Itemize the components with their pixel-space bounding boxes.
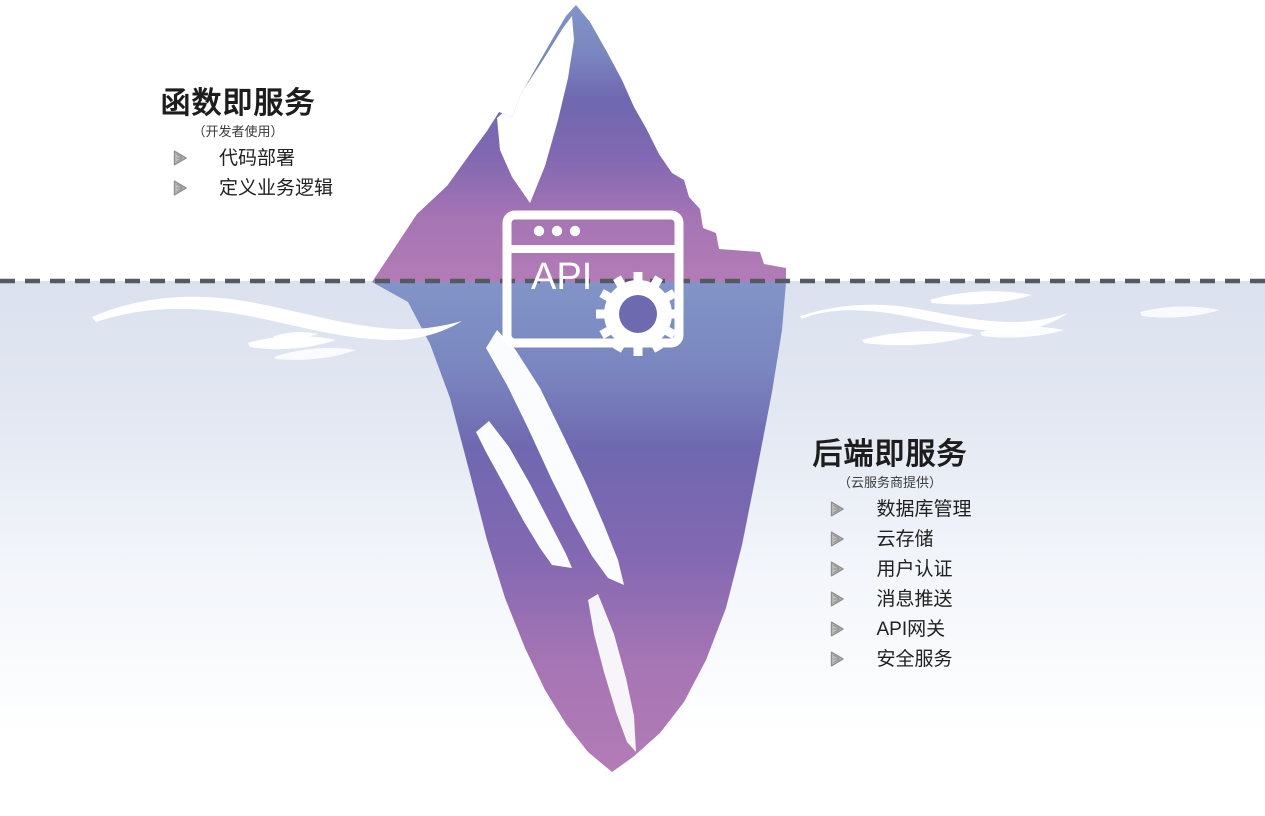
list-item[interactable]: 云存储: [828, 530, 971, 549]
list-item[interactable]: 安全服务: [828, 650, 971, 669]
faas-title: 函数即服务: [160, 87, 316, 120]
list-item-label: 代码部署: [218, 147, 295, 169]
list-item-label: 用户认证: [876, 558, 953, 580]
list-item-label: 数据库管理: [876, 498, 972, 520]
triangle-bullet-icon: [828, 650, 846, 668]
baas-panel: 后端即服务 （云服务商提供） 数据库管理 云: [740, 437, 1040, 680]
window-dot-2: [551, 225, 563, 237]
wave-right-2: [930, 291, 1032, 305]
wave-left-1: [92, 296, 462, 341]
crevasse-lower: [476, 421, 572, 568]
triangle-bullet-icon: [828, 560, 846, 578]
wave-left-3: [274, 331, 318, 340]
baas-list: 数据库管理 云存储 用户认证: [828, 498, 972, 680]
triangle-bullet-icon: [828, 530, 846, 548]
triangle-bullet-icon: [171, 179, 189, 197]
list-item-label: 安全服务: [876, 648, 953, 670]
wave-right-5: [1140, 306, 1220, 318]
triangle-bullet-icon: [828, 590, 846, 608]
faas-panel: 函数即服务 （开发者使用） 代码部署 定义业: [88, 86, 388, 209]
baas-subtitle: （云服务商提供）: [837, 475, 942, 491]
crevasse-upper: [486, 330, 624, 585]
list-item[interactable]: 用户认证: [828, 560, 971, 579]
list-item[interactable]: 定义业务逻辑: [171, 179, 333, 198]
list-item[interactable]: 消息推送: [828, 590, 971, 609]
triangle-bullet-icon: [828, 620, 846, 638]
iceberg-shape: [372, 5, 786, 772]
wave-right-1: [800, 304, 1068, 332]
list-item[interactable]: API网关: [828, 620, 971, 639]
baas-title: 后端即服务: [812, 438, 968, 471]
list-item-label: API网关: [876, 618, 946, 640]
peak-crevasse: [497, 16, 574, 203]
faas-list: 代码部署 定义业务逻辑: [171, 149, 333, 209]
wave-left-4: [274, 348, 356, 360]
triangle-bullet-icon: [171, 149, 189, 167]
wave-decorations: [92, 291, 1220, 360]
wave-left-2: [248, 335, 336, 350]
wave-right-3: [862, 331, 974, 346]
crevasse-foot: [588, 594, 636, 752]
list-item[interactable]: 代码部署: [171, 149, 333, 168]
triangle-bullet-icon: [828, 500, 846, 518]
api-label: API: [531, 256, 592, 298]
window-dot-1: [533, 225, 545, 237]
api-window-icon: API: [502, 210, 684, 356]
gear-icon: [596, 272, 680, 356]
list-item-label: 定义业务逻辑: [218, 177, 333, 199]
window-dot-3: [569, 225, 581, 237]
list-item[interactable]: 数据库管理: [828, 498, 972, 520]
list-item-label: 消息推送: [876, 588, 953, 610]
list-item-label: 云存储: [876, 528, 934, 550]
wave-right-4: [980, 326, 1064, 338]
faas-subtitle: （开发者使用）: [192, 124, 284, 140]
